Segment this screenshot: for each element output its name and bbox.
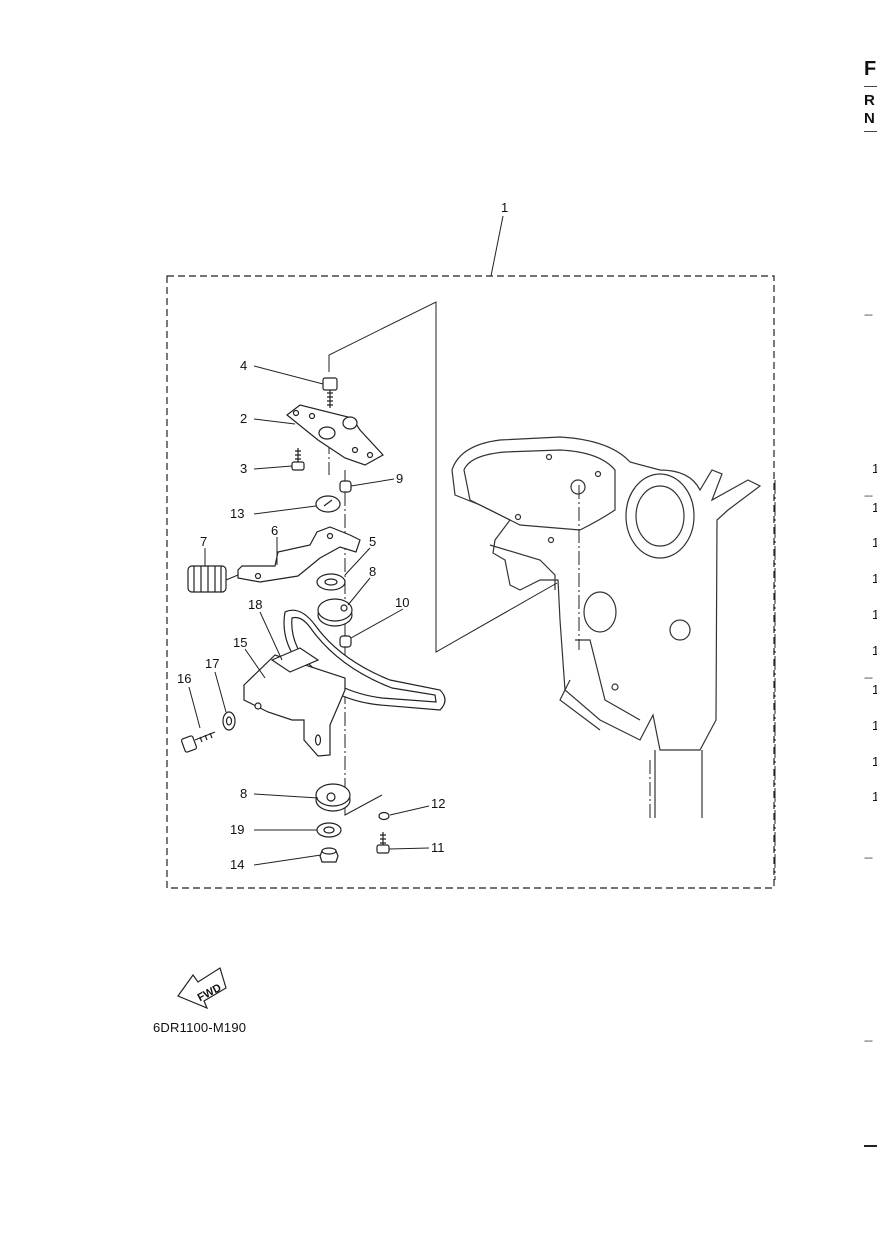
alignment-lines [578,480,776,880]
edge-number: 1 [872,571,877,586]
edge-dash: --- [864,672,873,684]
edge-letter-r: R [864,92,875,109]
callout-1: 1 [501,200,508,215]
drawing-code: 6DR1100-M190 [153,1020,247,1035]
callout-8-lower: 8 [240,786,247,801]
edge-number: 1 [872,682,877,697]
edge-number: 1 [872,754,877,769]
callout-7: 7 [200,534,207,549]
part-plate-2 [286,404,384,466]
assembly-boundary [166,275,775,889]
edge-number: 1 [872,607,877,622]
part-washer-17 [222,711,236,731]
callout-2: 2 [240,411,247,426]
callout-10: 10 [395,595,409,610]
callout-6: 6 [271,523,278,538]
callout-11: 11 [431,840,445,855]
part-washer-12 [378,811,390,821]
callout-19: 19 [230,822,244,837]
callout-17: 17 [205,656,219,671]
part-washer-19 [316,822,342,838]
part-lever-6 [237,526,361,583]
part-bushing-8-upper [317,598,353,627]
part-bolt-11 [376,832,390,854]
edge-rule-2 [864,131,877,132]
callout-14: 14 [230,857,244,872]
edge-number: 1 [872,535,877,550]
edge-rule-3 [864,1145,877,1147]
edge-letter-n: N [864,110,875,127]
part-bolt-4 [322,377,338,408]
callout-3: 3 [240,461,247,476]
edge-number: 1 [872,718,877,733]
main-axis-line [328,301,558,816]
part-washer-13 [315,495,341,513]
edge-dash: --- [864,490,873,502]
edge-letter-f: F [864,58,877,80]
part-collar-9 [339,480,352,493]
callout-labels: 4 2 3 9 13 6 7 5 8 18 10 15 17 16 8 12 1… [177,358,445,872]
part-collar-10 [339,635,352,648]
part-bolt-3 [291,448,305,471]
part-bolt-16 [180,731,216,753]
leader-1 [490,215,504,277]
callout-8-upper: 8 [369,564,376,579]
edge-rule-1 [864,86,877,87]
edge-number: 1 [872,461,877,476]
part-nut-14 [319,847,339,863]
callout-9: 9 [396,471,403,486]
part-bushing-8-lower [315,783,351,812]
part-bracket-15 [243,647,346,757]
callout-12: 12 [431,796,445,811]
callout-5: 5 [369,534,376,549]
part-grip-7 [187,565,227,593]
callout-4: 4 [240,358,247,373]
part-washer-5 [316,573,346,591]
edge-number: 1 [872,643,877,658]
fwd-arrow-icon: FWD [177,967,227,1010]
edge-dash: --- [864,1035,873,1047]
callout-16: 16 [177,671,191,686]
edge-dash: --- [864,309,873,321]
callout-18: 18 [248,597,262,612]
callout-15: 15 [233,635,247,650]
edge-number: 1 [872,500,877,515]
swivel-bracket [451,436,762,818]
edge-number: 1 [872,789,877,804]
leader-lines [188,365,430,866]
callout-13: 13 [230,506,244,521]
edge-dash: --- [864,852,873,864]
